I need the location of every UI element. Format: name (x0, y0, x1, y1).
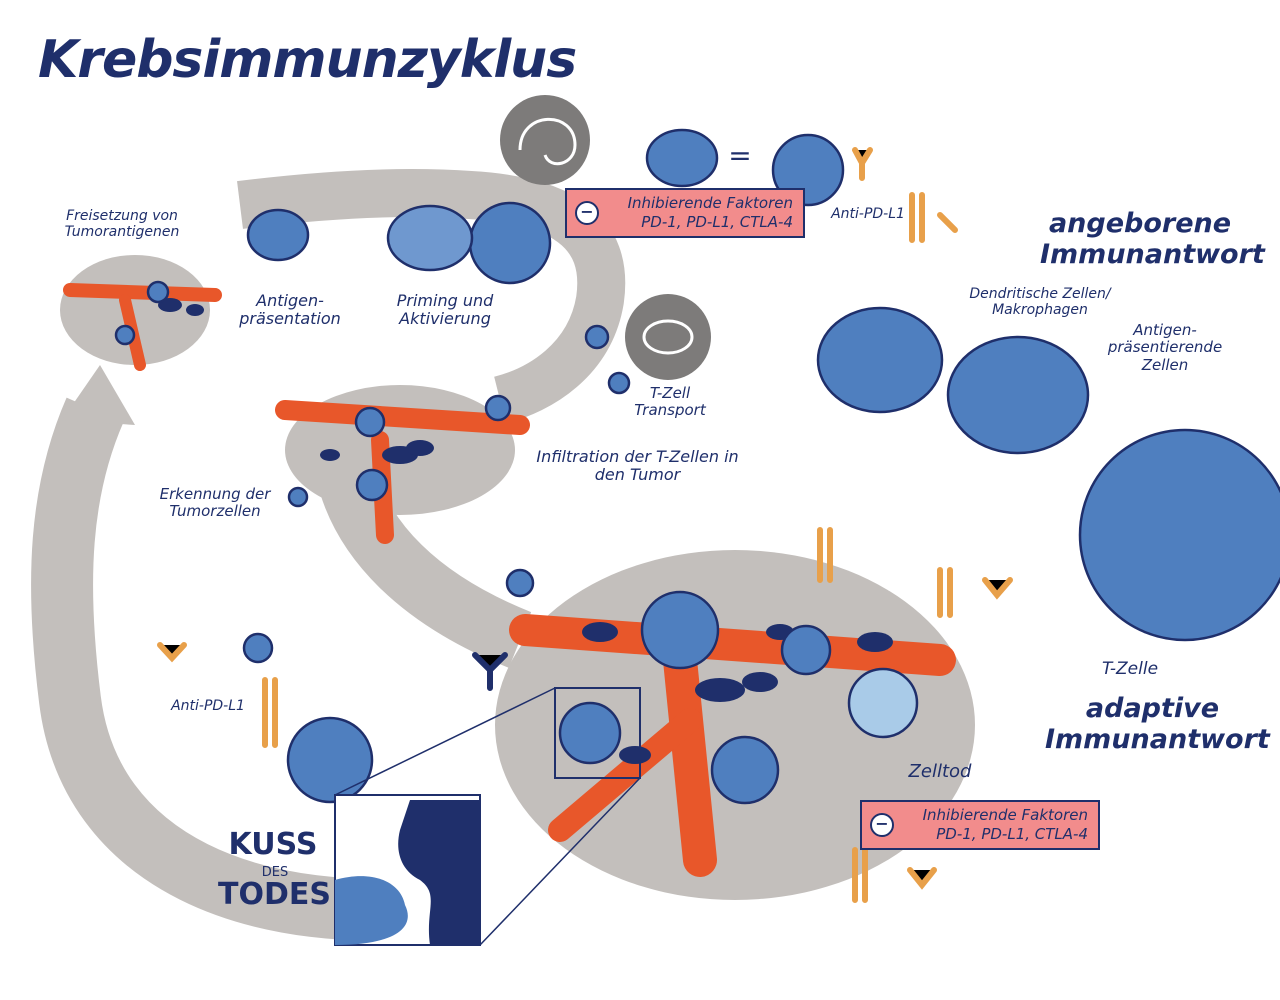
inhibitor-box-bottom: − Inhibierende Faktoren PD-1, PD-L1, CTL… (860, 800, 1100, 850)
label-priming: Priming und Aktivierung (396, 291, 494, 329)
minus-icon: − (870, 812, 894, 837)
dendritic-cells (246, 128, 1090, 455)
label-death: Zelltod (908, 761, 972, 782)
inhibitor-top-line1: Inhibierende Faktoren (627, 194, 793, 212)
antibodies (157, 147, 1013, 903)
label-apc: Antigen- präsentierende Zellen (1107, 321, 1223, 374)
label-antigen: Antigen- präsentation (239, 291, 341, 329)
kiss-title-2: DES (261, 865, 289, 880)
label-adaptive: adaptive Immunantwort (1045, 693, 1270, 756)
label-anti-left: Anti-PD-L1 (171, 698, 245, 714)
minus-icon: − (575, 200, 599, 225)
label-dc: Dendritische Zellen/ Makrophagen (969, 286, 1111, 319)
equals-sign: = (728, 139, 752, 172)
tumor-debris (158, 298, 893, 764)
inhibitor-box-top: − Inhibierende Faktoren PD-1, PD-L1, CTL… (565, 188, 805, 238)
label-tcell: T-Zelle (1101, 659, 1159, 679)
label-transport: T-Zell Transport (634, 384, 706, 420)
kiss-title-1: KUSS (228, 827, 318, 862)
label-infiltration: Infiltration der T-Zellen in den Tumor (536, 447, 739, 485)
label-anti-top: Anti-PD-L1 (831, 206, 905, 222)
inhibitor-top-line2: PD-1, PD-L1, CTLA-4 (641, 212, 793, 231)
cells (114, 133, 1280, 805)
kiss-inset (334, 687, 641, 946)
label-release: Freisetzung von Tumorantigenen (64, 208, 180, 241)
navy-antibody (472, 652, 508, 691)
page-title: Krebsimmunzyklus (38, 30, 577, 90)
inhibitor-bottom-line2: PD-1, PD-L1, CTLA-4 (936, 824, 1088, 843)
organ-icons (500, 95, 711, 380)
label-innate: angeborene Immunantwort (1040, 208, 1265, 271)
label-recognition: Erkennung der Tumorzellen (159, 485, 271, 521)
kiss-title-3: TODES (218, 877, 331, 912)
inhibitor-bottom-line1: Inhibierende Faktoren (922, 806, 1088, 824)
tumor-area-release (60, 255, 210, 365)
